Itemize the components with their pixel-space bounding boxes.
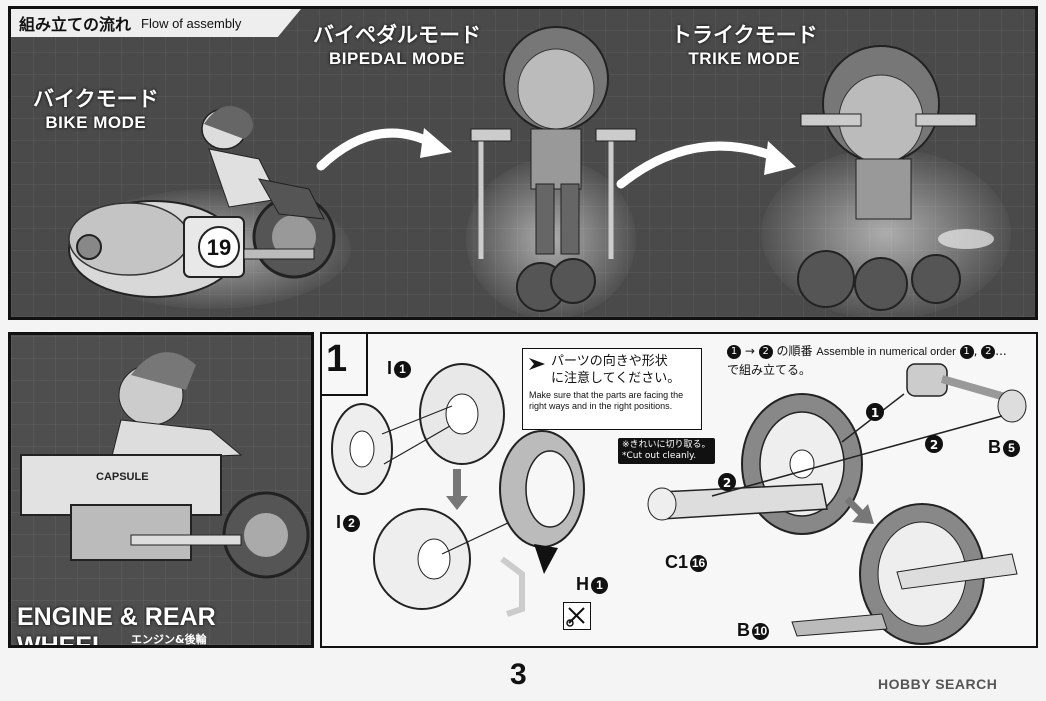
order-circle-2: 2 (758, 344, 773, 359)
order-en: Assemble in numerical order (816, 346, 956, 358)
bike-number: 19 (207, 235, 231, 260)
trike-mode-figure (797, 45, 994, 311)
flow-arrow-2 (616, 141, 796, 189)
bipedal-mode-label: バイペダルモード BIPEDAL MODE (313, 19, 481, 69)
engine-figure: CAPSULE (20, 352, 310, 579)
assembly-order-note: 1 → 2 の順番 Assemble in numerical order 1,… (727, 344, 1007, 377)
flow-title-jp: 組み立ての流れ (19, 15, 132, 34)
cut-note: ※きれいに切り取る。 *Cut out cleanly. (618, 438, 715, 464)
bipedal-mode-figure (470, 26, 637, 312)
bike-mode-label: バイクモード BIKE MODE (33, 83, 159, 133)
trike-mode-en: TRIKE MODE (688, 49, 801, 68)
cut-tool-icon (563, 602, 591, 630)
step-tab (322, 334, 368, 396)
arrow-num-2b: 2 (723, 476, 731, 490)
attention-icon (529, 358, 545, 370)
order-circle-2b: 2 (981, 344, 996, 359)
page-number: 3 (510, 658, 527, 691)
capsule-label: CAPSULE (96, 471, 149, 483)
order-arrow: → (744, 344, 755, 358)
order-jp: の順番 (776, 344, 813, 358)
bipedal-mode-en: BIPEDAL MODE (328, 49, 466, 68)
order-circle-1b: 1 (959, 344, 974, 359)
flow-arrow-1 (316, 128, 452, 171)
note-jp-line2: に注意してください。 (551, 371, 681, 386)
bike-mode-en: BIKE MODE (45, 113, 147, 132)
section-title-en: ENGINE & REAR WHEEL (17, 603, 216, 648)
trike-mode-jp: トライクモード (671, 24, 818, 47)
flow-title-en: Flow of assembly (141, 15, 242, 31)
section-title-jp: エンジン&後輪 (131, 633, 207, 646)
trike-mode-label: トライクモード TRIKE MODE (671, 19, 818, 69)
engine-rear-wheel-panel: CAPSULE ENGINE & REAR WHEEL エンジン&後輪 (8, 332, 314, 648)
note-en: Make sure that the parts are facing the … (529, 390, 684, 411)
order-jp-line2: で組み立てる。 (727, 363, 812, 377)
bike-mode-figure: 19 (68, 106, 336, 298)
step-1-diagram: 1 2 2 (331, 363, 1027, 645)
orientation-note: パーツの向きや形状 に注意してください。 Make sure that the … (522, 348, 702, 430)
arrow-num-2a: 2 (930, 438, 938, 452)
bike-mode-jp: バイクモード (33, 88, 159, 111)
order-suffix: ... (995, 344, 1007, 358)
cut-note-jp: ※きれいに切り取る。 (622, 440, 711, 450)
flow-title-bar: 組み立ての流れ Flow of assembly (11, 9, 301, 37)
arrow-num-1: 1 (871, 406, 879, 420)
assembly-flow-panel: 組み立ての流れ Flow of assembly バイクモード BIKE MOD… (8, 6, 1038, 320)
brand-watermark: HOBBY SEARCH (878, 676, 998, 692)
cut-note-en: *Cut out cleanly. (622, 451, 697, 461)
bipedal-mode-jp: バイペダルモード (313, 24, 481, 47)
note-jp-line1: パーツの向きや形状 (551, 354, 668, 369)
step-number: 1 (326, 338, 348, 380)
order-circle-1: 1 (727, 344, 741, 359)
